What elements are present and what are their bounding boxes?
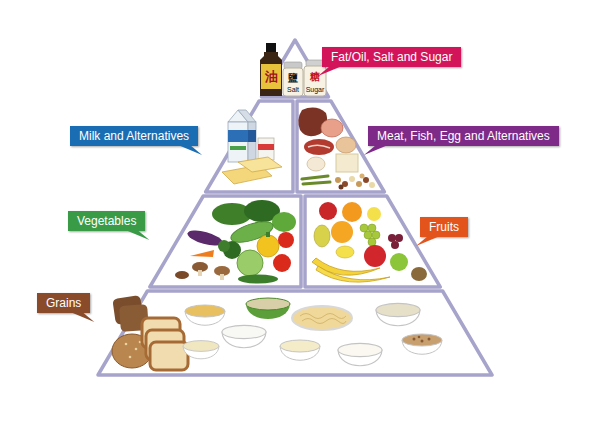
callout-tail-shape — [125, 230, 149, 240]
group-name: Fruits — [429, 220, 459, 234]
vegetables — [175, 200, 296, 284]
pyramid-outline — [98, 40, 492, 375]
group-name: Fat/Oil, Salt and Sugar — [331, 50, 452, 64]
bottle-label: 鹽 — [288, 73, 298, 83]
milk-products — [222, 110, 282, 184]
callout-tail-shape — [70, 312, 94, 322]
callout-tail-shape — [416, 236, 440, 246]
food-group-label: Grains — [37, 293, 90, 313]
callout-tail-shape — [318, 66, 342, 76]
grains — [112, 295, 442, 370]
bottle-label: 糖 — [310, 72, 320, 82]
food-group-label: Milk and Alternatives — [70, 126, 198, 146]
group-name: Meat, Fish, Egg and Alternatives — [377, 129, 550, 143]
bottle-label: Sugar — [306, 86, 325, 93]
meat-fish-egg — [298, 108, 375, 190]
callout-tail-shape — [178, 145, 202, 155]
group-name: Grains — [46, 296, 81, 310]
food-group-label: Meat, Fish, Egg and Alternatives — [368, 126, 559, 146]
callout-tail-shape — [364, 145, 388, 155]
bottle-label: Salt — [287, 86, 299, 93]
group-name: Vegetables — [77, 214, 136, 228]
group-name: Milk and Alternatives — [79, 129, 189, 143]
fruits — [312, 202, 427, 282]
bottle-label: 油 — [265, 70, 278, 83]
food-group-label: Vegetables — [68, 211, 145, 231]
food-group-label: Fruits — [420, 217, 468, 237]
food-group-label: Fat/Oil, Salt and Sugar — [322, 47, 461, 67]
condiment-bottles — [260, 43, 326, 96]
